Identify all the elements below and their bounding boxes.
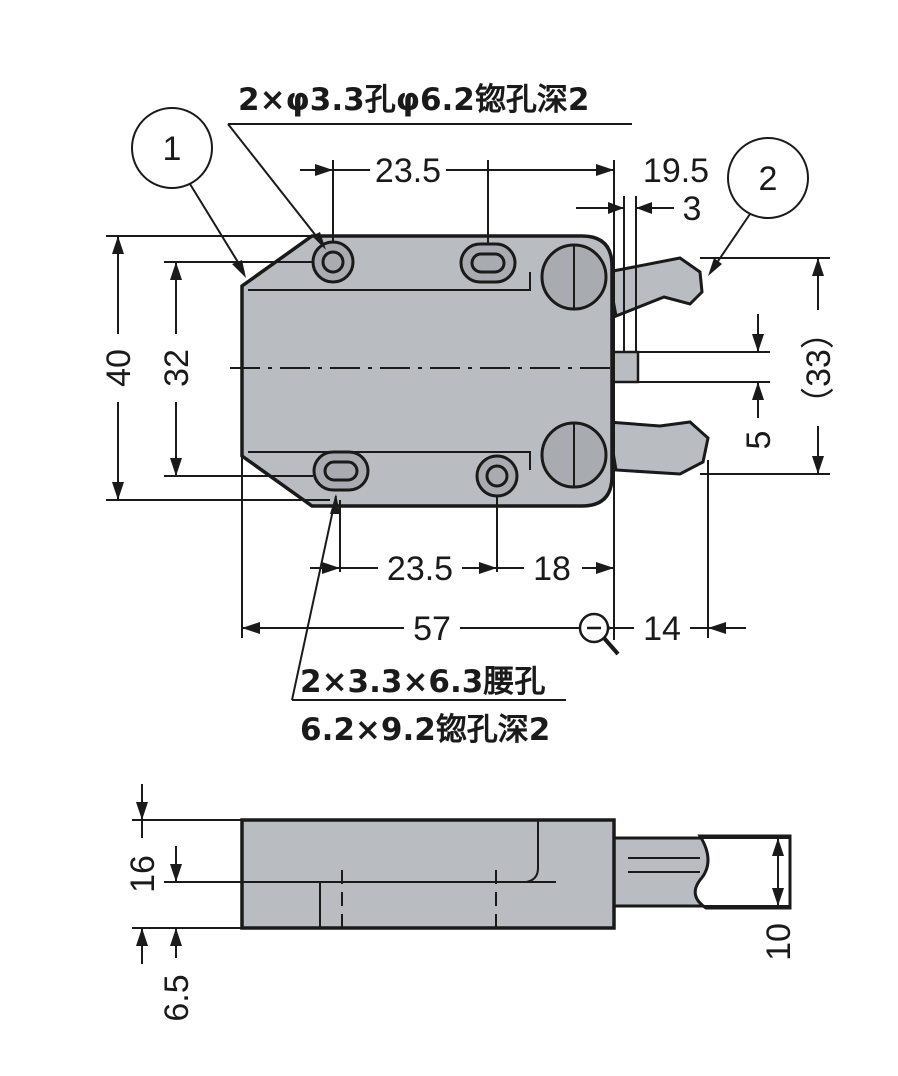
dim-jaw-offset: 19.5	[643, 152, 709, 190]
zoom-out-icon[interactable]	[578, 612, 620, 656]
balloon-part-2: 2	[708, 137, 809, 276]
top-left-hole	[311, 240, 355, 284]
side-extension-lines	[132, 819, 790, 929]
dim-jaw-gap-label: 3	[683, 190, 702, 228]
dim-jaw-span: （33）	[800, 258, 838, 474]
balloon-part-1-label: 1	[163, 130, 182, 168]
dim-bottom-pitch: 23.5	[310, 550, 497, 588]
dim-height-inner: 32	[158, 262, 196, 476]
dim-top-pitch: 23.5	[300, 152, 614, 190]
dim-side-height: 16	[124, 784, 162, 964]
upper-jaw	[606, 256, 704, 319]
bottom-right-hole	[475, 454, 519, 498]
dim-jaw-length-label: 14	[643, 610, 681, 648]
balloon-part-2-label: 2	[759, 160, 778, 198]
side-view: 16 6.5 10	[124, 784, 798, 1022]
note-slots-line1: 2×3.3×6.3腰孔	[300, 664, 545, 700]
dim-bottom-edge: 18	[497, 550, 614, 588]
dim-jaw-span-label: （33）	[800, 315, 838, 421]
top-rail-edge	[248, 272, 531, 291]
dim-side-jaw: 10	[760, 838, 798, 961]
side-jaw-break	[693, 834, 792, 910]
dim-side-height-label: 16	[124, 855, 162, 893]
dim-pin-width: 5	[740, 314, 778, 449]
dim-height-inner-label: 32	[158, 349, 196, 387]
dim-height-outer: 40	[100, 236, 138, 500]
note-slots-line2: 6.2×9.2锪孔深2	[300, 712, 550, 748]
dim-bottom-edge-label: 18	[533, 550, 571, 588]
side-body	[240, 818, 616, 930]
note-top-holes-text: 2×φ3.3孔φ6.2锪孔深2	[238, 82, 589, 118]
dim-top-pitch-label: 23.5	[375, 152, 441, 190]
lower-pivot	[540, 421, 608, 489]
balloon-part-1: 1	[131, 107, 246, 278]
lower-jaw	[606, 420, 710, 476]
top-right-slot	[459, 242, 517, 284]
upper-pivot	[540, 243, 608, 311]
latch-body	[240, 234, 614, 508]
dim-jaw-offset-label: 19.5	[643, 152, 709, 190]
dim-length-label: 57	[413, 610, 451, 648]
dim-side-step: 6.5	[158, 846, 196, 1022]
note-slots: 2×3.3×6.3腰孔 6.2×9.2锪孔深2	[291, 494, 566, 748]
dim-side-jaw-label: 10	[760, 923, 798, 961]
dim-side-step-label: 6.5	[158, 974, 196, 1021]
dim-bottom-pitch-label: 23.5	[387, 550, 453, 588]
extension-lines	[106, 160, 830, 640]
dim-jaw-length: 14	[614, 610, 746, 648]
note-top-holes: 2×φ3.3孔φ6.2锪孔深2	[227, 82, 632, 250]
dim-jaw-gap: 3	[576, 190, 701, 228]
bottom-left-slot	[312, 450, 370, 492]
dim-pin-width-label: 5	[740, 431, 778, 450]
dim-length: 57	[242, 610, 614, 648]
top-view: 23.5 19.5 3 40 32	[100, 82, 838, 748]
dim-height-outer-label: 40	[100, 349, 138, 387]
